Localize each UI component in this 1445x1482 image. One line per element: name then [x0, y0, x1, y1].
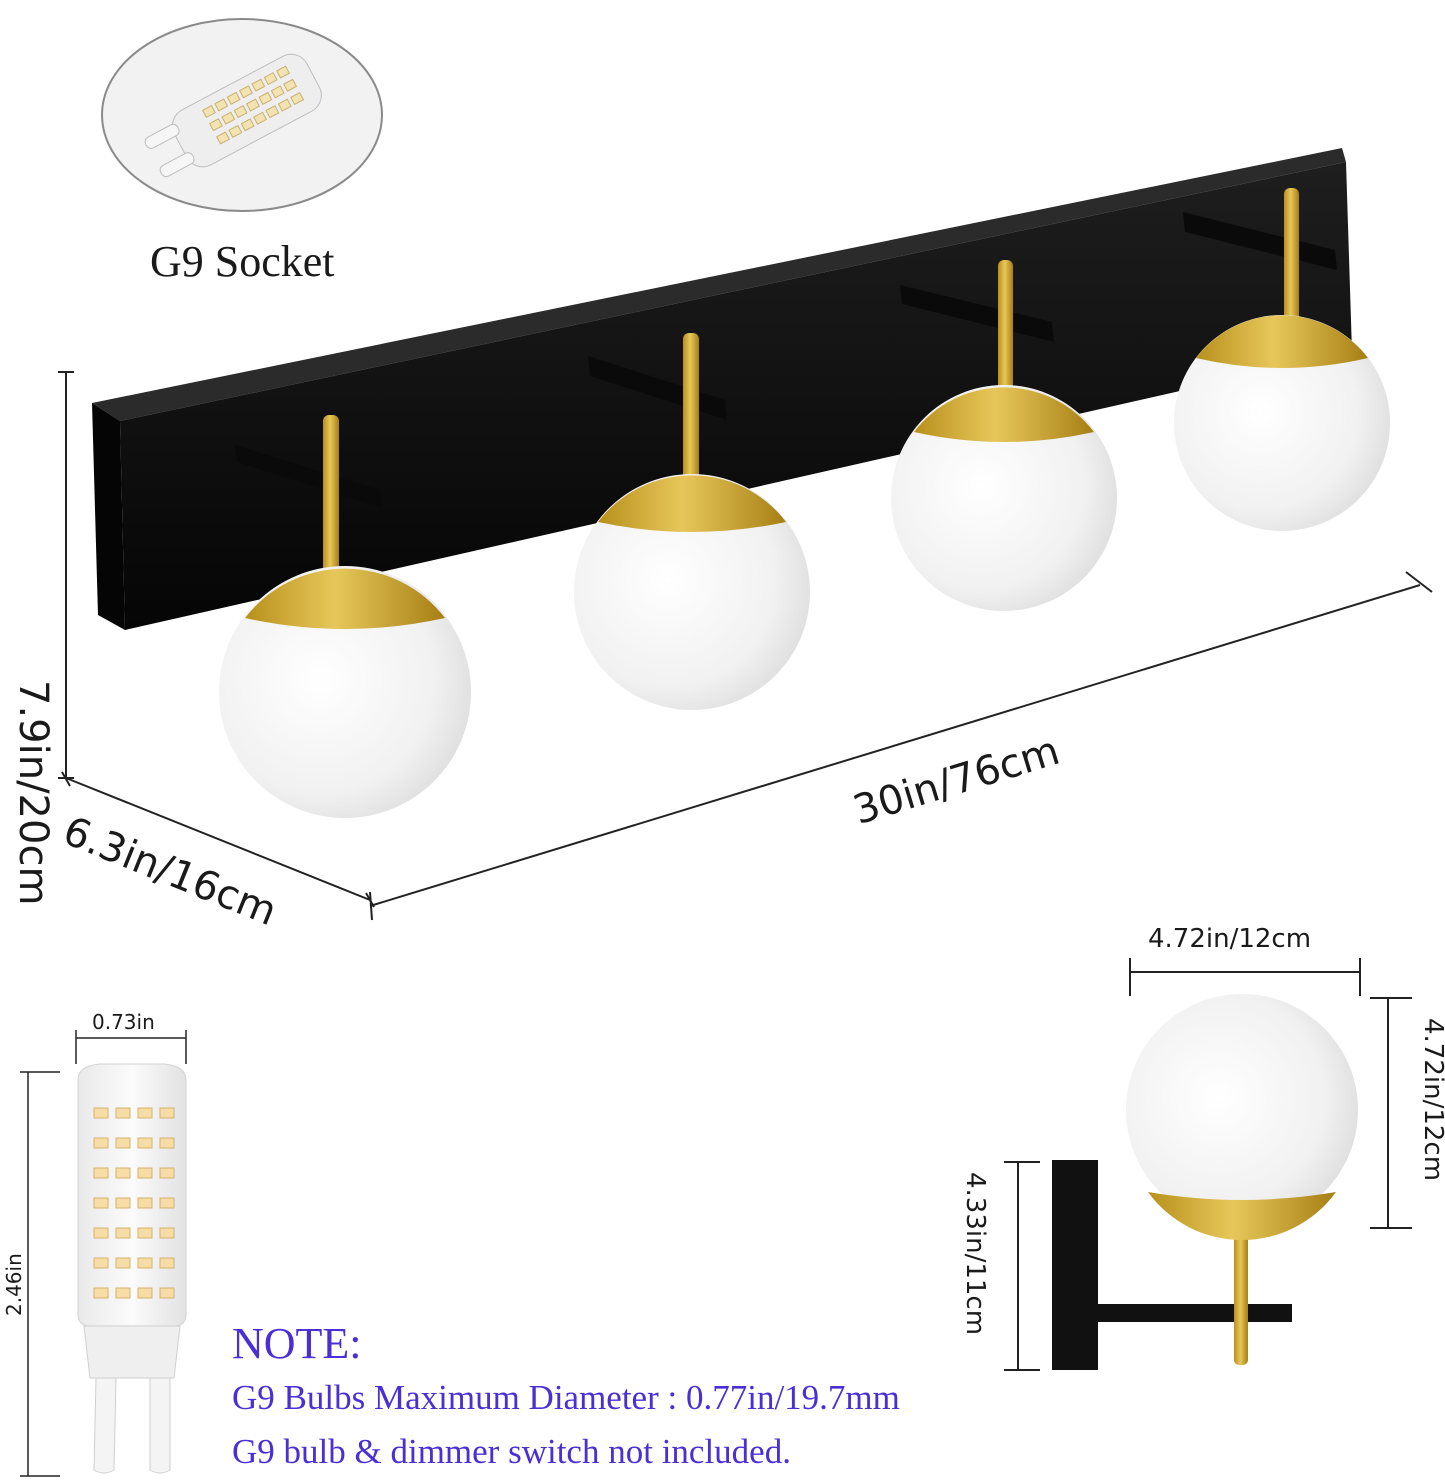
light-4 — [1174, 188, 1390, 531]
light-1 — [219, 415, 471, 818]
sconce-side-view — [1052, 994, 1358, 1370]
backplate — [92, 148, 1352, 630]
light-3 — [891, 260, 1117, 611]
sconce-dimension-lines — [1004, 958, 1412, 1371]
bulb-width-label: 0.73in — [92, 1010, 155, 1034]
note-line-1: G9 Bulbs Maximum Diameter : 0.77in/19.7m… — [232, 1378, 900, 1417]
note-line-2: G9 bulb & dimmer switch not included. — [232, 1432, 791, 1471]
bulb-height-label: 2.46in — [2, 1253, 26, 1316]
bulb-dimension-lines — [20, 1030, 187, 1477]
socket-bulb-icon — [144, 53, 322, 178]
light-2 — [574, 333, 810, 710]
g9-bulb — [77, 1063, 187, 1474]
socket-label: G9 Socket — [150, 237, 335, 286]
socket-inset — [101, 18, 383, 212]
height-dimension-label: 7.9in/20cm — [10, 680, 56, 906]
globe-height-label: 4.72in/12cm — [1418, 1018, 1445, 1182]
dimension-lines — [58, 371, 1433, 921]
globe-width-label: 4.72in/12cm — [1148, 924, 1312, 954]
note-heading: NOTE: — [232, 1319, 362, 1368]
extension-label: 4.33in/11cm — [960, 1172, 990, 1336]
